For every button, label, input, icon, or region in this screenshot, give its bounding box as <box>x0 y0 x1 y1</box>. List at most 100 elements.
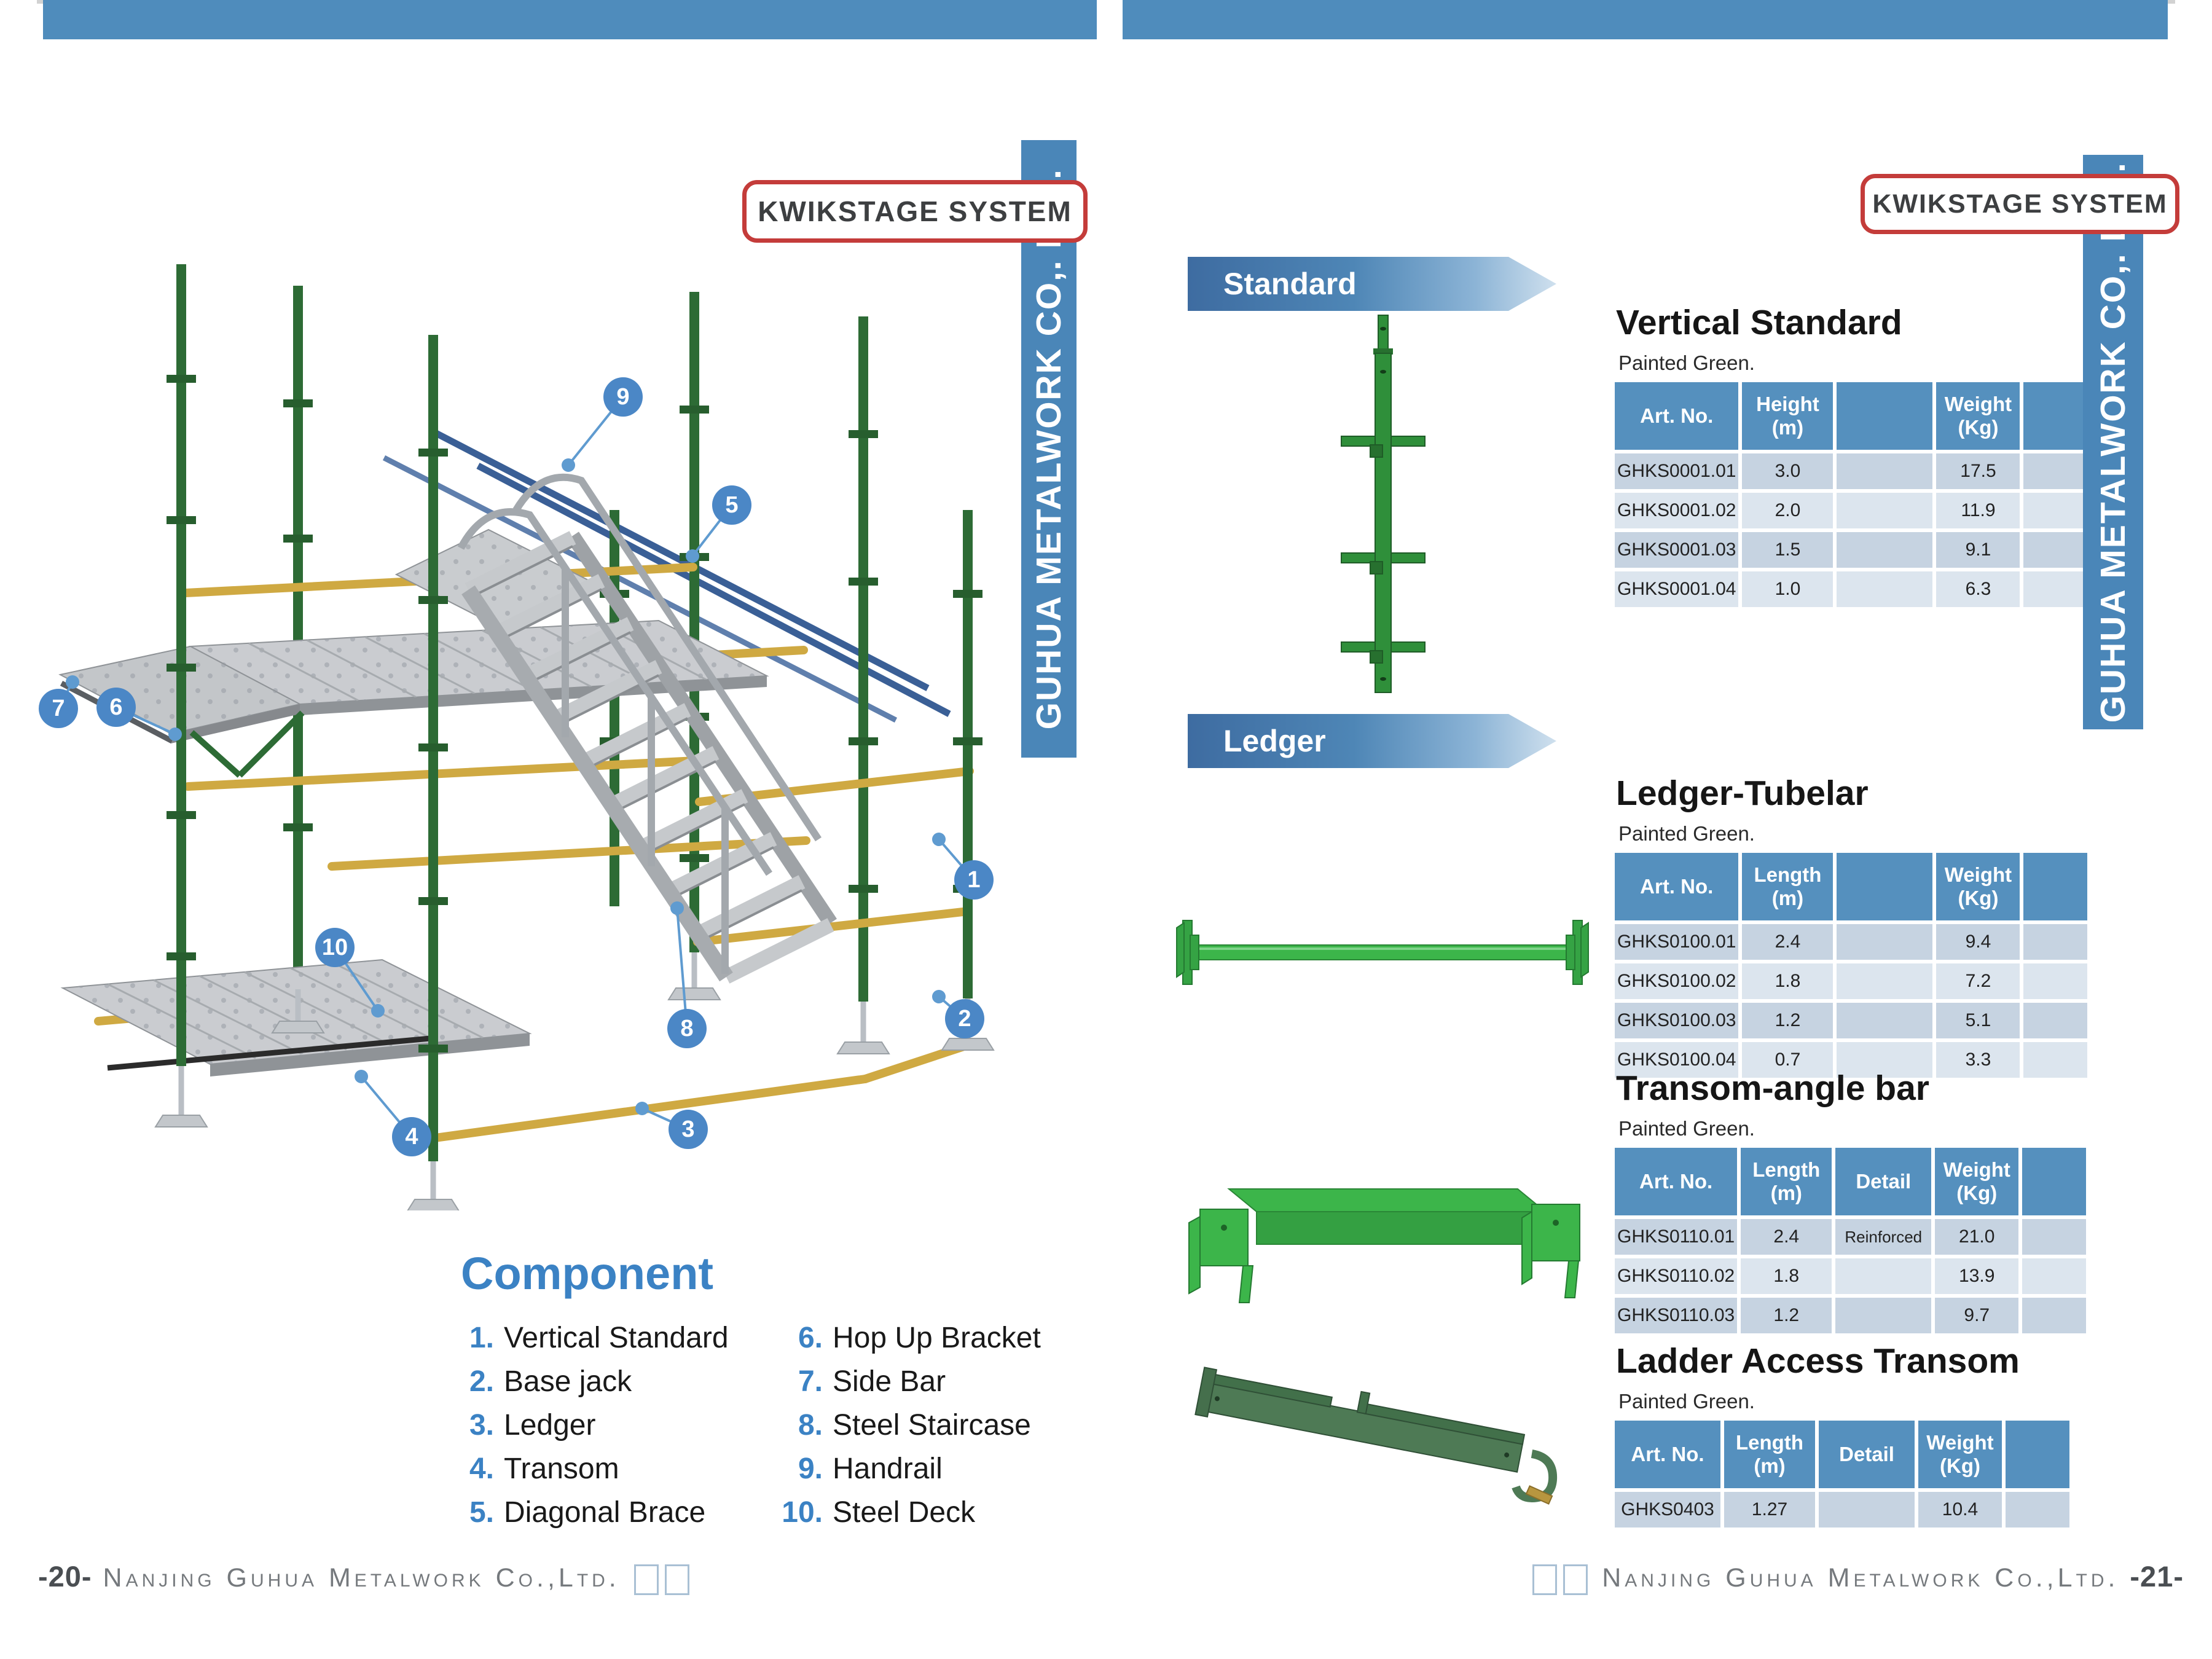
cell-length: 1.2 <box>1742 1003 1834 1038</box>
callout-4-label: 4 <box>405 1123 418 1150</box>
component-item-label: Steel Staircase <box>833 1409 1031 1441</box>
callout-6-label: 6 <box>109 694 123 720</box>
component-item: 10.Steel Deck <box>771 1496 1041 1529</box>
component-item-num: 5. <box>469 1496 494 1529</box>
cell-length: 1.27 <box>1724 1492 1815 1528</box>
component-item-num: 2. <box>469 1365 494 1398</box>
cell-blank <box>2023 1003 2088 1038</box>
component-item-label: Vertical Standard <box>504 1322 729 1354</box>
cell-blank <box>2023 493 2088 528</box>
cell-weight: 6.3 <box>1936 571 2020 607</box>
cell-height: 1.5 <box>1742 532 1834 568</box>
missing-glyph-box <box>1532 1564 1558 1595</box>
callout-6: 6 <box>96 688 136 727</box>
cell-blank <box>1837 453 1933 489</box>
cell-weight: 5.1 <box>1936 1003 2020 1038</box>
cell-detail <box>1835 1298 1932 1333</box>
callout-8-label: 8 <box>680 1015 694 1041</box>
table-header-row: Art. No. Length (m) Detail Weight (Kg) <box>1615 1148 2087 1215</box>
component-item: 7.Side Bar <box>771 1365 1041 1398</box>
callout-9-label: 9 <box>616 383 630 410</box>
col-header: Weight (Kg) <box>1936 853 2020 920</box>
component-item-num: 4. <box>469 1453 494 1485</box>
missing-glyph-box <box>633 1564 659 1595</box>
cell-blank <box>2022 1298 2087 1333</box>
cell-art-no: GHKS0110.03 <box>1615 1298 1738 1333</box>
cell-blank <box>1837 571 1933 607</box>
callout-9: 9 <box>603 377 643 417</box>
ledger-tubelar-image <box>1176 920 1589 985</box>
cell-weight: 9.1 <box>1936 532 2020 568</box>
callout-2: 2 <box>945 999 984 1038</box>
base-jacks <box>154 952 995 1210</box>
ladder-access-transom-title: Ladder Access Transom <box>1616 1341 2020 1381</box>
section-banner-standard-text: Standard <box>1223 267 1357 301</box>
callout-7: 7 <box>39 689 78 728</box>
component-item-label: Diagonal Brace <box>504 1496 706 1529</box>
cell-detail <box>1819 1492 1915 1528</box>
component-list-col1: 1.Vertical Standard 2.Base jack 3.Ledger… <box>442 1321 729 1539</box>
component-list-col2: 6.Hop Up Bracket 7.Side Bar 8.Steel Stai… <box>771 1321 1041 1539</box>
cell-blank <box>2023 1042 2088 1078</box>
callout-10: 10 <box>315 928 355 967</box>
cell-art-no: GHKS0100.01 <box>1615 924 1739 960</box>
missing-glyph-box <box>664 1564 689 1595</box>
cell-height: 1.0 <box>1742 571 1834 607</box>
cell-length: 2.4 <box>1742 924 1834 960</box>
cell-art-no: GHKS0100.02 <box>1615 963 1739 999</box>
section-banner-standard: Standard <box>1188 257 1556 311</box>
cell-weight: 7.2 <box>1936 963 2020 999</box>
component-item-label: Transom <box>504 1453 619 1485</box>
col-header <box>1837 853 1933 920</box>
component-item-num: 3. <box>469 1409 494 1441</box>
ledger-tubelar-note: Painted Green. <box>1618 822 1755 845</box>
table-header-row: Art. No. Height (m) Weight (Kg) <box>1615 382 2088 450</box>
side-banner-right: GUHUA METALWORK CO,. LTD. <box>2083 155 2143 729</box>
col-header: Length (m) <box>1742 853 1834 920</box>
cell-length: 1.8 <box>1742 963 1834 999</box>
footer-bar-right <box>1123 0 2168 39</box>
ladder-access-transom-note: Painted Green. <box>1618 1390 1755 1413</box>
component-item-label: Side Bar <box>833 1365 946 1398</box>
cell-blank <box>2023 571 2088 607</box>
transom-angle-bar-note: Painted Green. <box>1618 1117 1755 1140</box>
callout-4: 4 <box>392 1117 431 1156</box>
missing-glyph-box <box>1563 1564 1588 1595</box>
callout-8: 8 <box>667 1009 707 1048</box>
cell-blank <box>1837 493 1933 528</box>
side-banner-right-text: GUHUA METALWORK CO,. LTD. <box>2093 161 2133 723</box>
col-header: Weight (Kg) <box>1935 1148 2019 1215</box>
section-banner-ledger: Ledger <box>1188 714 1556 768</box>
cell-weight: 9.4 <box>1936 924 2020 960</box>
component-item-label: Base jack <box>504 1365 632 1398</box>
cell-detail <box>1835 1258 1932 1294</box>
cell-blank <box>1837 1003 1933 1038</box>
cell-blank <box>2023 963 2088 999</box>
component-item: 4. Transom <box>442 1452 729 1486</box>
component-item-label: Ledger <box>504 1409 596 1441</box>
cell-weight: 21.0 <box>1935 1219 2019 1255</box>
kwikstage-badge-left: KWIKSTAGE SYSTEM <box>742 180 1088 243</box>
table-header-row: Art. No. Length (m) Weight (Kg) <box>1615 853 2088 920</box>
section-banner-ledger-text: Ledger <box>1223 724 1326 758</box>
diagonal-brace <box>382 427 951 723</box>
cell-art-no: GHKS0100.04 <box>1615 1042 1739 1078</box>
transom-angle-bar-title: Transom-angle bar <box>1616 1069 1929 1108</box>
callout-10-label: 10 <box>321 934 348 960</box>
cell-weight: 11.9 <box>1936 493 2020 528</box>
cell-art-no: GHKS0100.03 <box>1615 1003 1739 1038</box>
component-item-label: Handrail <box>833 1453 943 1485</box>
callout-2-label: 2 <box>958 1005 971 1032</box>
col-header: Height (m) <box>1742 382 1834 450</box>
footer-right-page-number: -21- <box>2130 1560 2184 1593</box>
